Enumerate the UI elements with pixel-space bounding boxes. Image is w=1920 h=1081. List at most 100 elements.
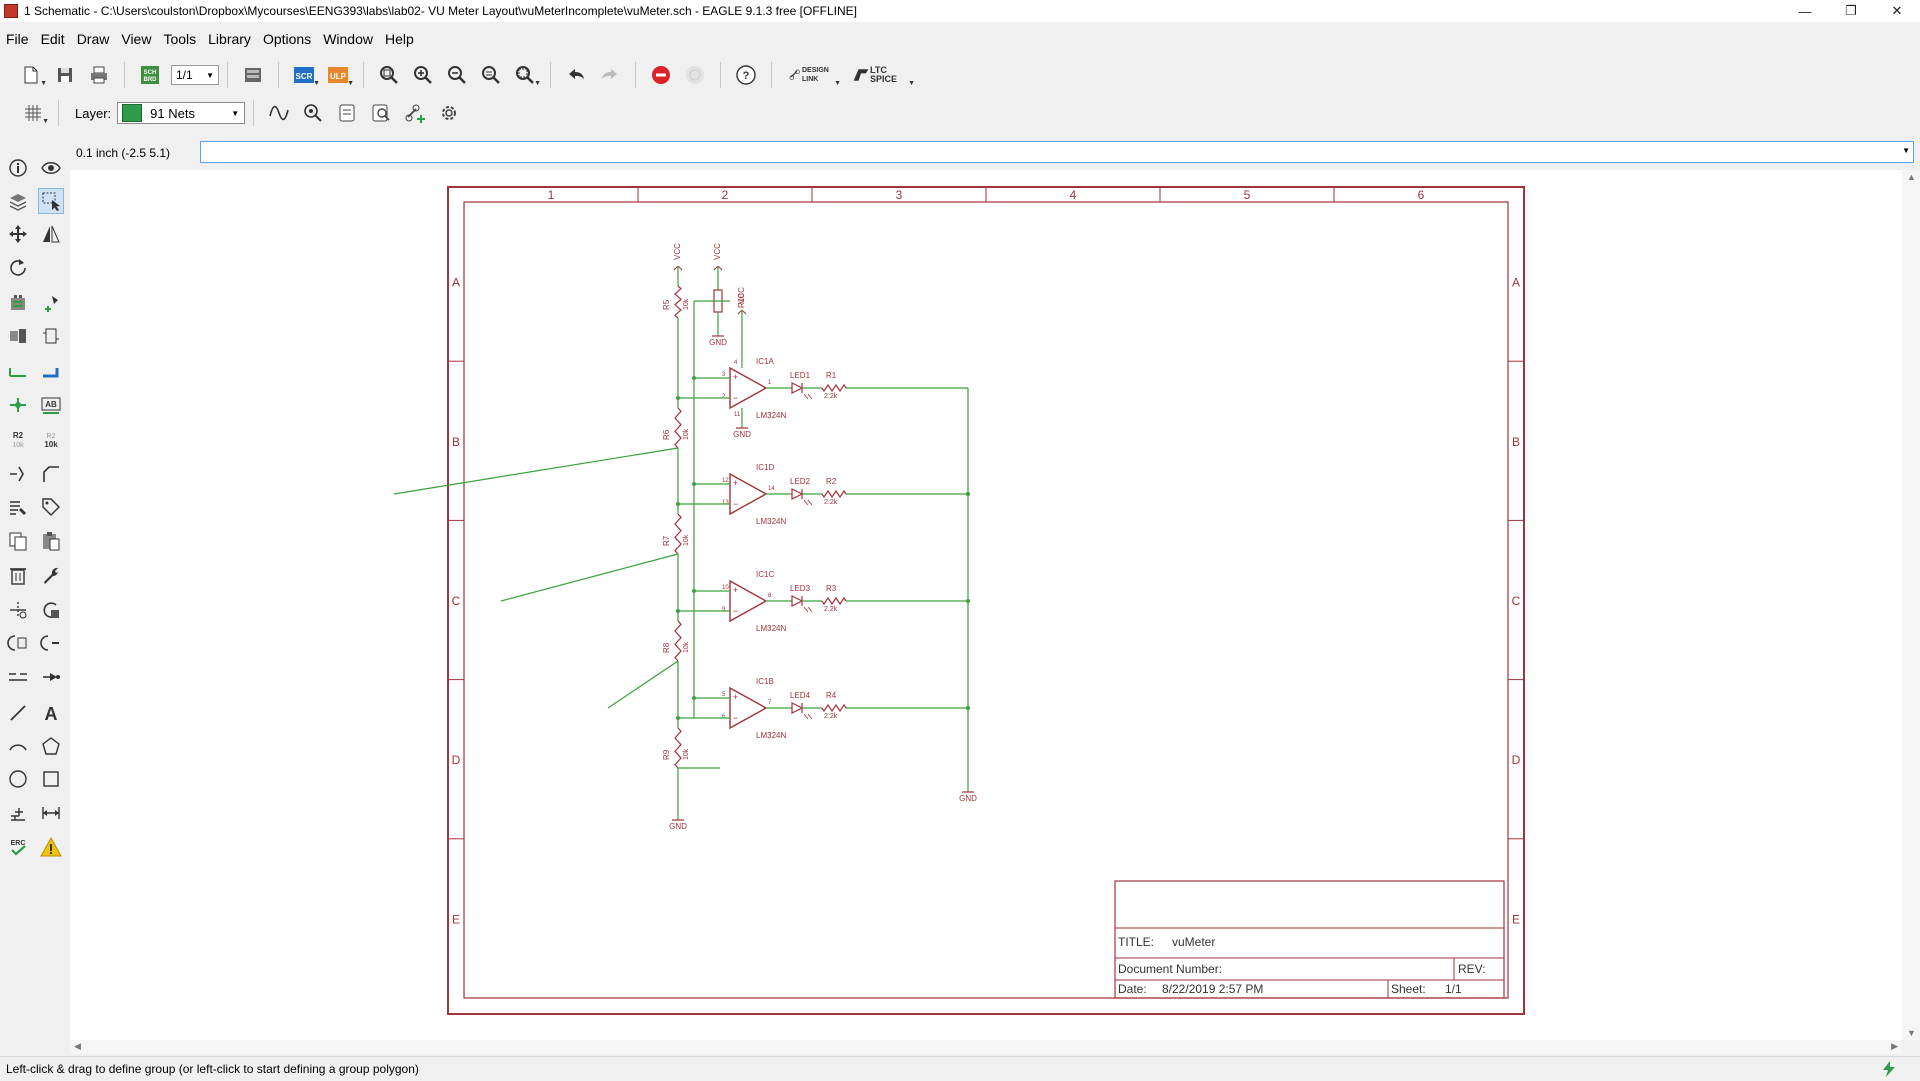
led-name: LED4 [790, 691, 811, 700]
add-link-button[interactable] [401, 99, 429, 127]
menu-help[interactable]: Help [384, 31, 414, 47]
ltc-spice-button[interactable]: LTC SPICE▼ [845, 61, 915, 89]
scroll-down-icon[interactable]: ▼ [1907, 1028, 1916, 1038]
delete-tool[interactable] [5, 562, 31, 588]
change-tool[interactable] [38, 562, 64, 588]
replace-tool[interactable] [5, 323, 31, 349]
wire-split-tool[interactable] [5, 664, 31, 690]
stop-command-button[interactable] [647, 61, 675, 89]
layer-settings-tool[interactable] [5, 188, 31, 214]
resistor-value: 2.2k [824, 713, 838, 720]
mirror-tool[interactable] [38, 221, 64, 247]
mark-button[interactable] [333, 99, 361, 127]
scroll-right-icon[interactable]: ▶ [1891, 1041, 1898, 1051]
save-button[interactable] [51, 61, 79, 89]
split-tool[interactable] [5, 461, 31, 487]
errors-tool[interactable] [38, 834, 64, 860]
menu-tools[interactable]: Tools [163, 31, 197, 47]
attribute-tool[interactable] [5, 494, 31, 520]
bus-tool[interactable] [38, 358, 64, 384]
zoom-out-button[interactable] [443, 61, 471, 89]
vertical-scrollbar[interactable]: ▲ ▼ [1902, 170, 1920, 1040]
group-tool[interactable] [38, 188, 64, 214]
polygon-tool[interactable] [38, 733, 64, 759]
line-tool[interactable] [5, 700, 31, 726]
rectangle-tool[interactable] [38, 766, 64, 792]
close-button[interactable]: ✕ [1891, 3, 1903, 18]
text-tool[interactable]: A [38, 700, 64, 726]
sheet-select[interactable]: 1/1 ▼ [171, 65, 219, 85]
optimize-tool[interactable] [38, 597, 64, 623]
menu-draw[interactable]: Draw [76, 31, 110, 47]
add-part-tool[interactable] [5, 290, 31, 316]
command-input[interactable] [200, 141, 1914, 163]
miter-tool[interactable] [38, 461, 64, 487]
paste-tool[interactable] [38, 528, 64, 554]
zoom-select-button[interactable]: ▼ [511, 61, 541, 89]
menu-window[interactable]: Window [323, 31, 373, 47]
net-tool[interactable] [5, 358, 31, 384]
lookup-button[interactable] [367, 99, 395, 127]
menu-view[interactable]: View [121, 31, 152, 47]
slice-tool[interactable] [5, 597, 31, 623]
zoom-in-button[interactable] [409, 61, 437, 89]
tag-tool[interactable] [38, 494, 64, 520]
add-pin-tool[interactable] [38, 290, 64, 316]
menu-edit[interactable]: Edit [40, 31, 65, 47]
lightning-icon[interactable] [1880, 1060, 1898, 1078]
grid-button[interactable]: ▼ [19, 99, 49, 127]
restore-button[interactable]: ❐ [1845, 3, 1857, 18]
arc-tool[interactable] [5, 733, 31, 759]
rotate-tool[interactable] [5, 254, 31, 280]
scroll-up-icon[interactable]: ▲ [1907, 172, 1916, 182]
horizontal-scrollbar[interactable]: ◀ ▶ [70, 1040, 1902, 1054]
erc-tool[interactable]: ERC [5, 834, 31, 860]
gate-swap-tool[interactable] [38, 323, 64, 349]
menu-options[interactable]: Options [262, 31, 312, 47]
menu-file[interactable]: File [6, 31, 29, 47]
opamp-part: LM324N [756, 517, 786, 526]
route-tool[interactable] [38, 630, 64, 656]
undo-button[interactable] [562, 61, 590, 89]
print-button[interactable] [85, 61, 113, 89]
run-script-button[interactable]: SCR▼ [290, 61, 320, 89]
label-tool[interactable]: AB [38, 392, 64, 418]
circle-tool[interactable] [5, 766, 31, 792]
chevron-down-icon[interactable]: ▼ [1902, 146, 1910, 155]
bus-icon [43, 368, 59, 378]
copy-tool[interactable] [5, 528, 31, 554]
new-file-button[interactable]: ▼ [17, 61, 47, 89]
redo-button[interactable] [596, 61, 624, 89]
show-tool[interactable] [38, 155, 64, 181]
invoke-tool[interactable] [38, 664, 64, 690]
help-button[interactable]: ? [732, 61, 760, 89]
zoom-redraw-button[interactable] [477, 61, 505, 89]
scroll-left-icon[interactable]: ◀ [74, 1041, 81, 1051]
net-icon [9, 368, 26, 377]
dimension-tool[interactable] [38, 800, 64, 826]
junction-tool[interactable] [5, 392, 31, 418]
frame-col-label: 6 [1418, 188, 1425, 202]
move-tool[interactable] [5, 221, 31, 247]
window-controls: — ❐ ✕ [1782, 0, 1920, 22]
zoom-fit-button[interactable] [375, 61, 403, 89]
wire-style-button[interactable] [265, 99, 293, 127]
layer-select[interactable]: 91 Nets ▼ [117, 102, 246, 124]
show-button[interactable] [299, 99, 327, 127]
menu-library[interactable]: Library [208, 31, 251, 47]
minimize-button[interactable]: — [1798, 3, 1812, 19]
cam-processor-button[interactable] [239, 61, 267, 89]
frame-row-label-right: A [1512, 276, 1520, 290]
go-button[interactable] [681, 61, 709, 89]
settings-button[interactable] [435, 99, 463, 127]
mark-origin-tool[interactable] [5, 800, 31, 826]
run-ulp-button[interactable]: ULP▼ [324, 61, 354, 89]
design-link-button[interactable]: DESIGN LINK▼ [783, 61, 841, 89]
ripup-tool[interactable] [5, 630, 31, 656]
info-tool[interactable] [5, 155, 31, 181]
